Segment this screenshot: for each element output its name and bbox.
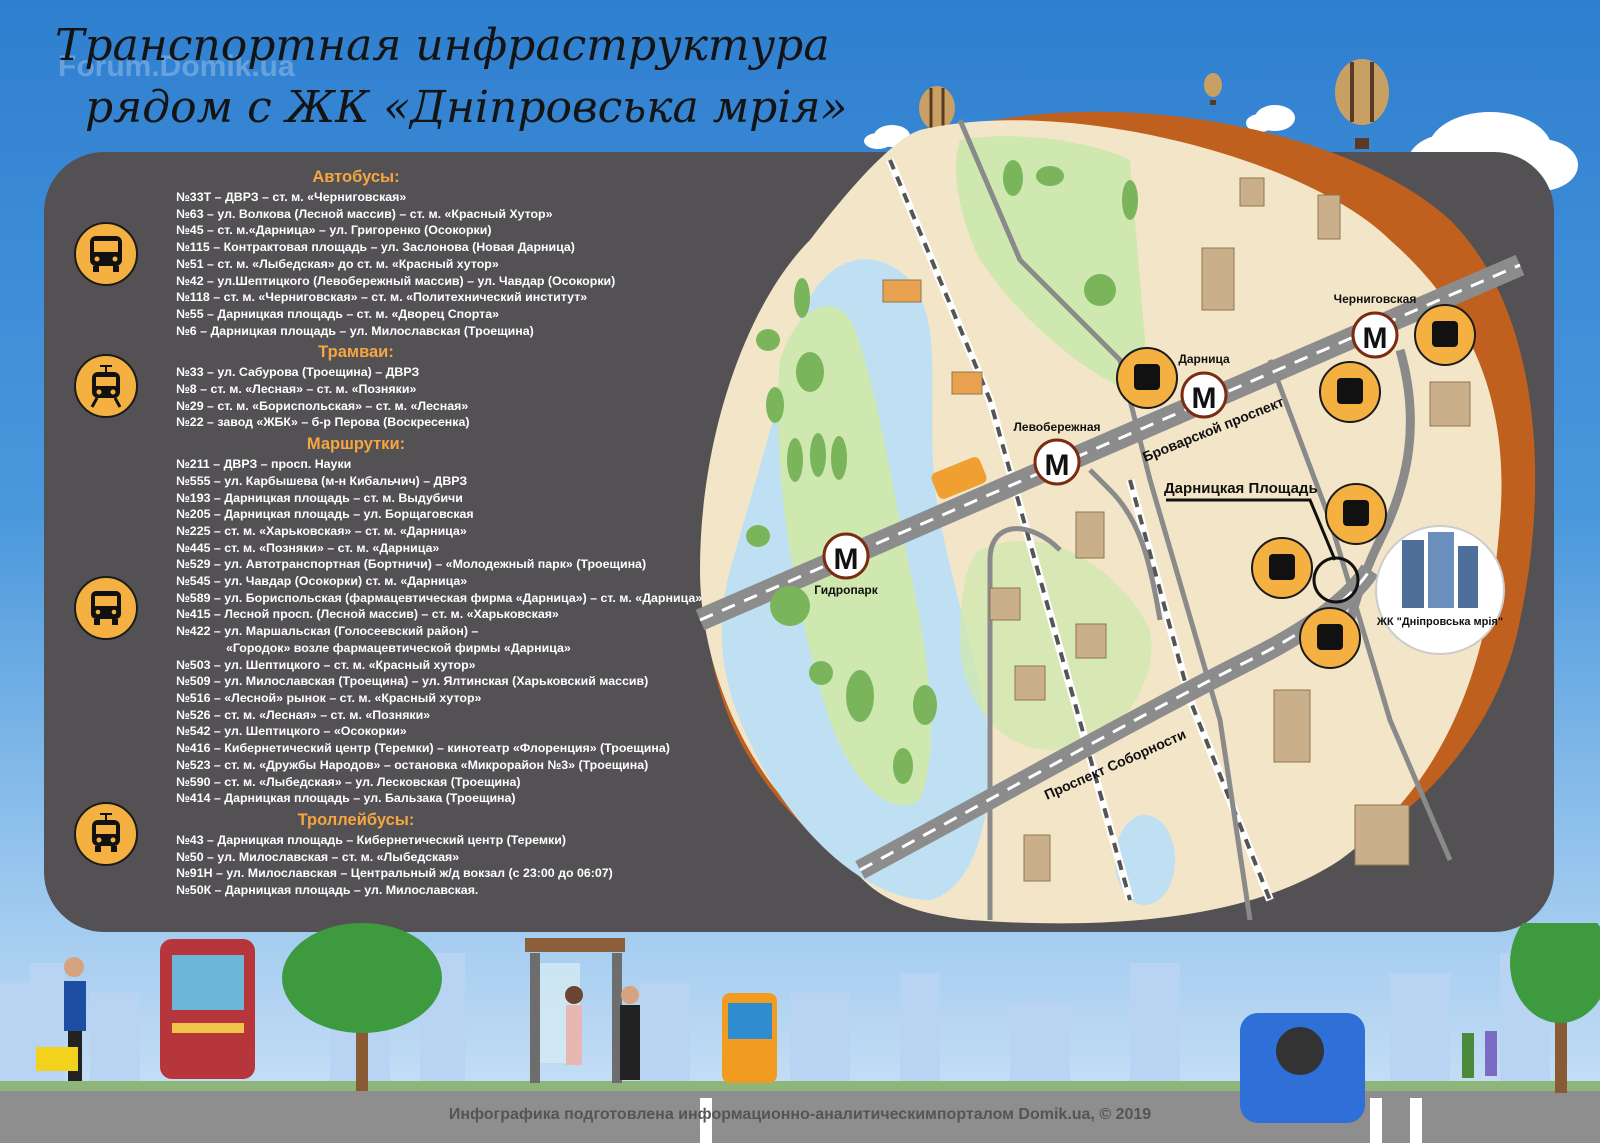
lake (1115, 815, 1175, 905)
route-item: №22 – завод «ЖБК» – б-р Перова (Воскресе… (176, 415, 470, 430)
trams-routes: №33 – ул. Сабурова (Троещина) – ДВРЗ №8 –… (176, 364, 716, 431)
metro-darnytsia-marker: M Дарница (1178, 352, 1230, 419)
route-item: №50 – ул. Милославская – ст. м. «Лыбедск… (176, 849, 460, 864)
route-item: №6 – Дарницкая площадь – ул. Милославска… (176, 323, 534, 338)
route-item: №503 – ул. Шептицкого – ст. м. «Красный … (176, 657, 476, 672)
route-item: №555 – ул. Карбышева (м-н Кибальчич) – Д… (176, 473, 468, 488)
route-item: №414 – Дарницкая площадь – ул. Бальзака … (176, 791, 516, 806)
route-item: «Городок» возле фармацевтической фирмы «… (226, 640, 571, 655)
page-title-line2: рядом с ЖК «Дніпровська мрія» (85, 82, 848, 133)
minibus-icon (74, 576, 138, 640)
label-darnytsia: Дарница (1178, 352, 1230, 366)
buses-routes: №33Т – ДВРЗ – ст. м. «Черниговская» №63 –… (176, 189, 716, 339)
tree-icon-2 (1510, 923, 1600, 1093)
page-title-line1: Транспортная инфраструктура (55, 20, 830, 71)
route-item: №43 – Дарницкая площадь – Кибернетически… (176, 832, 566, 847)
trolleybus-icon (74, 802, 138, 866)
bus-icon (74, 222, 138, 286)
route-item: №33 – ул. Сабурова (Троещина) – ДВРЗ (176, 365, 420, 380)
metro-hydropark-marker: M Гидропарк (814, 532, 879, 597)
route-item: №50К – Дарницкая площадь – ул. Милославс… (176, 883, 479, 898)
buses-title: Автобусы: (312, 168, 400, 186)
label-chernihivska: Черниговская (1334, 292, 1417, 306)
route-item: №516 – «Лесной» рынок – ст. м. «Красный … (176, 690, 482, 705)
bus-icon (931, 457, 987, 499)
route-item: №415 – Лесной просп. (Лесной массив) – с… (176, 607, 559, 622)
route-item: №526 – ст. м. «Лесная» – ст. м. «Позняки… (176, 707, 431, 722)
route-item: №115 – Контрактовая площадь – ул. Заслон… (176, 240, 575, 255)
route-item: №422 – ул. Маршальская (Голосеевский рай… (176, 624, 479, 639)
route-item: №42 – ул.Шептицкого (Левобережный массив… (176, 273, 616, 288)
watermark: Forum.Domik.ua (58, 50, 295, 83)
route-item: №33Т – ДВРЗ – ст. м. «Черниговская» (176, 190, 407, 204)
car-icon (1240, 1013, 1365, 1123)
tram-icon (74, 354, 138, 418)
route-item: №416 – Кибернетический центр (Теремки) –… (176, 741, 670, 756)
route-item: №523 – ст. м. «Дружбы Народов» – останов… (176, 757, 649, 772)
route-item: №542 – ул. Шептицкого – «Осокорки» (176, 724, 407, 739)
route-item: №529 – ул. Автотранспортная (Бортничи) –… (176, 557, 647, 572)
route-item: №590 – ст. м. «Лыбедская» – ул. Лесковск… (176, 774, 521, 789)
route-item: №205 – Дарницкая площадь – ул. Борщаговс… (176, 507, 474, 522)
street-scene (0, 923, 1600, 1143)
park-area (956, 136, 1150, 400)
route-item: №63 – ул. Волкова (Лесной массив) – ст. … (176, 206, 553, 221)
route-item: №225 – ст. м. «Харьковская» – ст. м. «Да… (176, 523, 467, 538)
couple-icon (1462, 1031, 1497, 1078)
route-item: №445 – ст. м. «Позняки» – ст. м. «Дарниц… (176, 540, 440, 555)
label-hydropark: Гидропарк (814, 583, 878, 597)
residential-complex: ЖК "Дніпровська мрія" (1375, 525, 1505, 655)
route-item: №509 – ул. Милославская (Троещина) – ул.… (176, 674, 649, 689)
route-item: №589 – ул. Бориспольская (фармацевтическ… (176, 590, 703, 605)
route-item: №8 – ст. м. «Лесная» – ст. м. «Позняки» (176, 382, 417, 397)
trolleybuses-title: Троллейбусы: (297, 810, 415, 829)
person-icon-2 (620, 986, 640, 1080)
svg-text:M: M (834, 543, 859, 576)
route-item: №91Н – ул. Милославская – Центральный ж/… (176, 866, 613, 881)
route-item: №118 – ст. м. «Черниговская» – ст. м. «П… (176, 290, 588, 305)
person-icon (565, 986, 583, 1065)
routes-list: Автобусы: №33Т – ДВРЗ – ст. м. «Чернигов… (176, 164, 716, 899)
trolleybuses-routes: №43 – Дарницкая площадь – Кибернетически… (176, 832, 716, 899)
svg-text:M: M (1192, 382, 1217, 415)
label-darnytska-square: Дарницкая Площадь (1164, 480, 1318, 497)
label-livoberezhna: Левобережная (1013, 420, 1100, 434)
tram-icon (160, 939, 255, 1079)
area-map: M Черниговская M Дарница M Левобережная … (695, 111, 1536, 924)
route-item: №193 – Дарницкая площадь – ст. м. Выдуби… (176, 490, 463, 505)
route-item: №545 – ул. Чавдар (Осокорки) ст. м. «Дар… (176, 574, 468, 589)
svg-text:M: M (1363, 322, 1388, 355)
man-with-suitcase (36, 957, 86, 1081)
route-item: №29 – ст. м. «Бориспольская» – ст. м. «Л… (176, 398, 469, 413)
route-item: №211 – ДВРЗ – просп. Науки (176, 457, 352, 472)
tree-icon (282, 923, 442, 1091)
footer-credit: Инфографика подготовлена информационно-а… (448, 1106, 1152, 1123)
metro-chernihivska-marker: M Черниговская (1334, 292, 1417, 359)
svg-text:M: M (1045, 449, 1070, 482)
route-item: №55 – Дарницкая площадь – ст. м. «Дворец… (176, 306, 499, 321)
trams-title: Трамваи: (318, 343, 394, 362)
label-complex: ЖК "Дніпровська мрія" (1376, 616, 1503, 628)
bus-icon (722, 993, 777, 1083)
metro-livoberezhna-marker: M Левобережная (1013, 420, 1101, 486)
route-item: №51 – ст. м. «Лыбедская» до ст. м. «Крас… (176, 256, 499, 271)
route-item: №45 – ст. м.«Дарница» – ул. Григоренко (… (176, 223, 492, 238)
minibuses-title: Маршрутки: (306, 435, 406, 454)
